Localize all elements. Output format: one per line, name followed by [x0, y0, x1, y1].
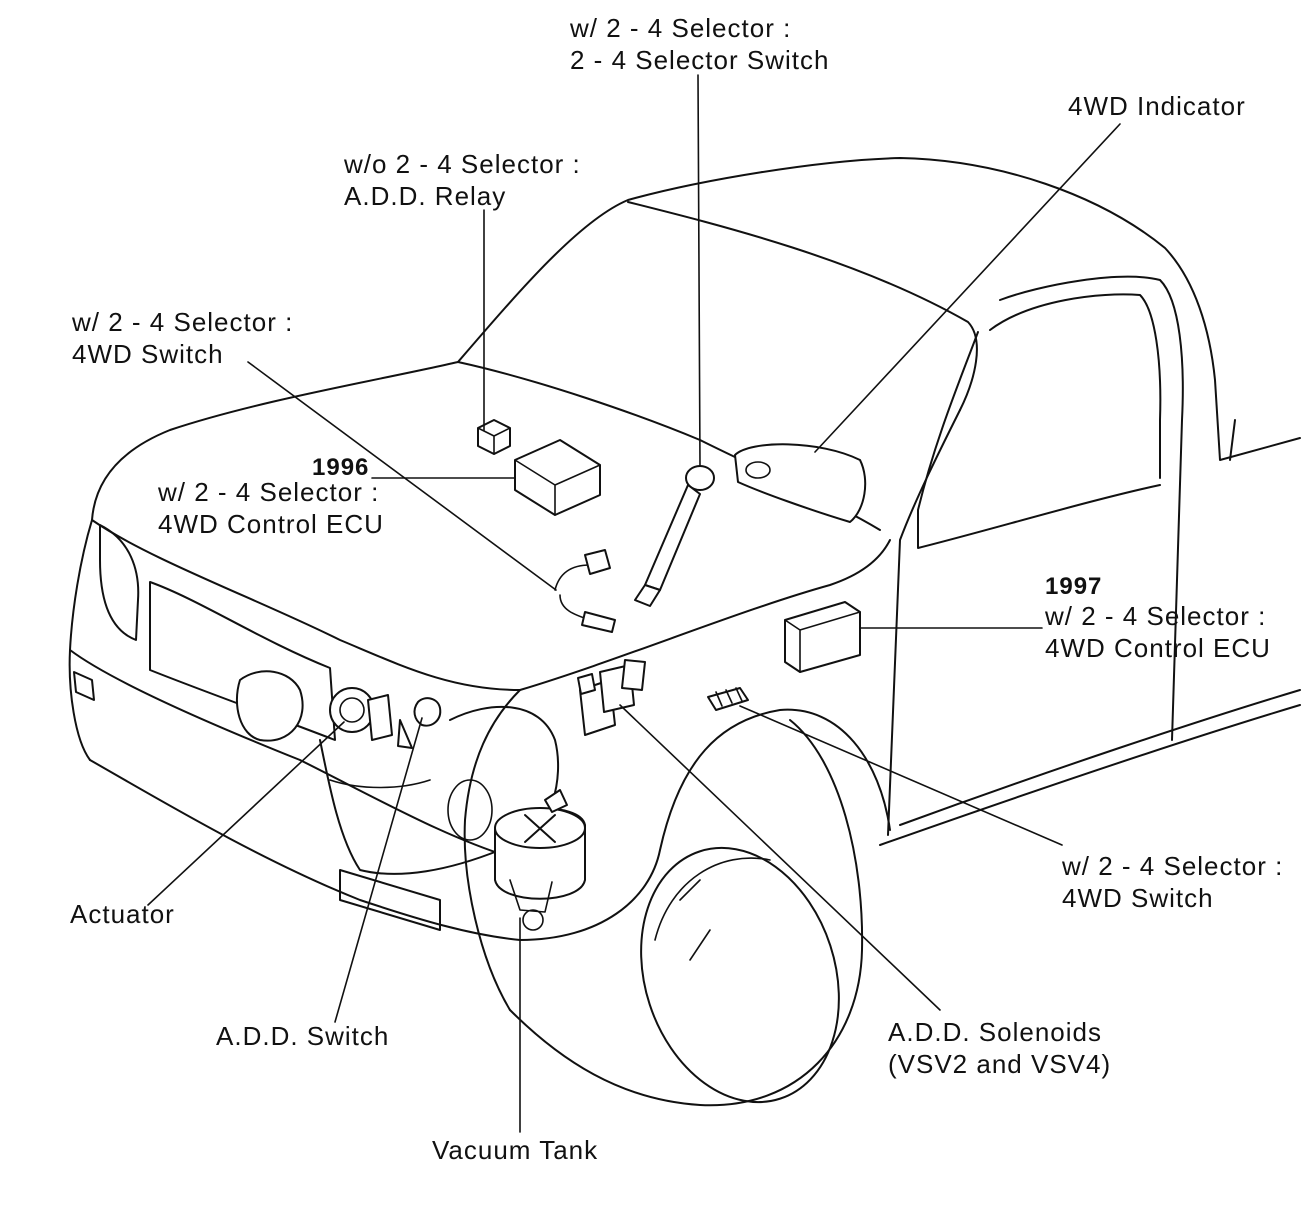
label-switch-right: w/ 2 - 4 Selector : 4WD Switch [1062, 850, 1283, 914]
label-add-switch: A.D.D. Switch [216, 1020, 389, 1052]
label-switch-left-line1: w/ 2 - 4 Selector : [72, 307, 294, 337]
leader-solenoids [619, 704, 941, 1011]
label-solenoids: A.D.D. Solenoids (VSV2 and VSV4) [888, 1016, 1111, 1080]
ecu-1996-part [514, 439, 601, 516]
label-ecu-1997-line2: 4WD Control ECU [1045, 633, 1271, 663]
leader-switch-left [247, 361, 557, 591]
label-actuator: Actuator [70, 898, 175, 930]
switch-left-part [554, 549, 616, 633]
label-switch-right-line1: w/ 2 - 4 Selector : [1062, 851, 1284, 881]
label-add-relay: w/o 2 - 4 Selector : A.D.D. Relay [344, 148, 581, 212]
label-switch-left: w/ 2 - 4 Selector : 4WD Switch [72, 306, 293, 370]
label-add-relay-line2: A.D.D. Relay [344, 181, 507, 211]
add-relay-part [477, 419, 511, 455]
leader-add-switch [334, 717, 423, 1023]
label-ecu-1996-line1: w/ 2 - 4 Selector : [158, 477, 380, 507]
leader-actuator [147, 721, 345, 906]
vacuum-tank-part [494, 789, 586, 931]
label-ecu-1996-year-text: 1996 [312, 454, 370, 481]
label-solenoids-line1: A.D.D. Solenoids [888, 1017, 1102, 1047]
label-add-switch-line1: A.D.D. Switch [216, 1021, 390, 1051]
label-add-relay-line1: w/o 2 - 4 Selector : [344, 149, 581, 179]
label-ecu-1997-year-text: 1997 [1045, 573, 1103, 600]
selector-switch-part [634, 465, 715, 607]
label-selector-switch-line2: 2 - 4 Selector Switch [570, 45, 830, 75]
switch-right-part [707, 687, 749, 711]
leader-lines [147, 74, 1121, 1133]
label-ecu-1997: 1997 w/ 2 - 4 Selector : 4WD Control ECU [1045, 574, 1271, 664]
indicator-cluster-part [734, 443, 867, 523]
solenoids-part [577, 659, 646, 736]
label-ecu-1996-year: 1996 [312, 454, 369, 482]
label-solenoids-line2: (VSV2 and VSV4) [888, 1049, 1112, 1079]
label-ecu-1997-line1: w/ 2 - 4 Selector : [1045, 601, 1267, 631]
label-vacuum-tank-line1: Vacuum Tank [432, 1135, 599, 1165]
label-switch-left-line2: 4WD Switch [72, 339, 224, 369]
ecu-1997-part [784, 601, 861, 673]
leader-switch-right [739, 705, 1063, 846]
label-selector-switch: w/ 2 - 4 Selector : 2 - 4 Selector Switc… [570, 12, 829, 76]
label-indicator: 4WD Indicator [1068, 90, 1246, 122]
label-actuator-line1: Actuator [70, 899, 175, 929]
truck-body [68, 157, 1301, 1107]
label-selector-switch-line1: w/ 2 - 4 Selector : [570, 13, 792, 43]
label-ecu-1996: w/ 2 - 4 Selector : 4WD Control ECU [158, 476, 384, 540]
component-parts [235, 419, 867, 931]
label-indicator-line1: 4WD Indicator [1068, 91, 1246, 121]
label-ecu-1996-line2: 4WD Control ECU [158, 509, 384, 539]
label-vacuum-tank: Vacuum Tank [432, 1134, 598, 1166]
leader-indicator [814, 123, 1121, 453]
leader-selector-switch [697, 74, 701, 467]
label-switch-right-line2: 4WD Switch [1062, 883, 1214, 913]
